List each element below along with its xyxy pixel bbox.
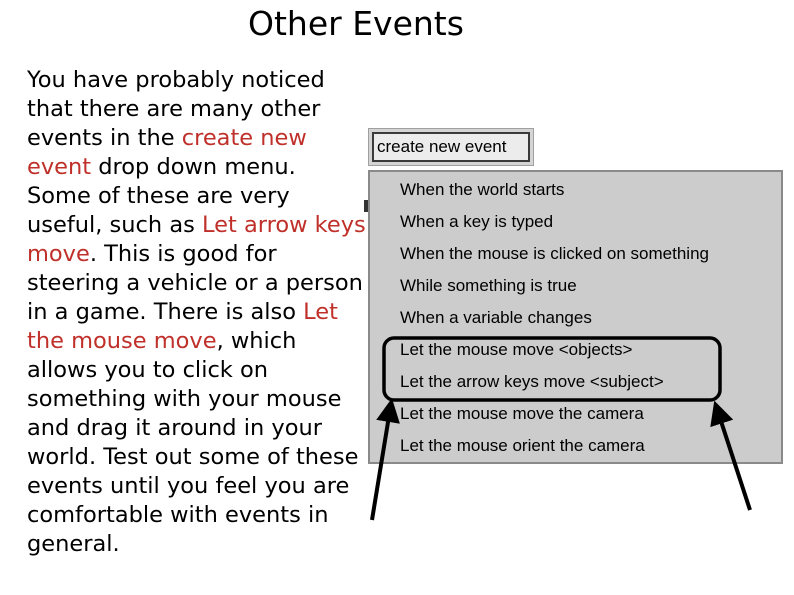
body-text-segment: steering a vehicle or a person xyxy=(27,270,363,296)
highlighted-text: create new xyxy=(181,125,307,151)
body-line: comfortable with events in xyxy=(27,501,372,530)
highlighted-text: move xyxy=(27,241,90,267)
body-text-segment: comfortable with events in xyxy=(27,502,329,528)
body-line: events in the create new xyxy=(27,124,372,153)
create-new-event-button[interactable]: create new event xyxy=(368,128,534,166)
highlighted-text: Let arrow keys xyxy=(202,212,366,238)
body-line: in a game. There is also Let xyxy=(27,298,372,327)
body-text-segment: events until you feel you are xyxy=(27,473,350,499)
body-line: the mouse move, which xyxy=(27,327,372,356)
menu-item[interactable]: While something is true xyxy=(400,276,577,295)
body-line: allows you to click on xyxy=(27,356,372,385)
body-line: that there are many other xyxy=(27,95,372,124)
body-text-segment: something with your mouse xyxy=(27,386,342,412)
menu-item[interactable]: Let the arrow keys move <subject> xyxy=(400,372,664,391)
body-line: world. Test out some of these xyxy=(27,443,372,472)
create-new-event-label: create new event xyxy=(372,132,530,162)
menu-item[interactable]: When a key is typed xyxy=(400,212,554,231)
body-line: something with your mouse xyxy=(27,385,372,414)
body-line: You have probably noticed xyxy=(27,66,372,95)
menu-item[interactable]: When the world starts xyxy=(400,180,565,199)
highlighted-text: Let xyxy=(303,299,338,325)
body-text-segment: that there are many other xyxy=(27,96,321,122)
body-line: and drag it around in your xyxy=(27,414,372,443)
menu-item[interactable]: When the mouse is clicked on something xyxy=(400,244,709,263)
menu-edge-marker xyxy=(364,200,370,212)
body-text-segment: events in the xyxy=(27,125,182,151)
highlight-box xyxy=(382,336,722,402)
body-text-segment: and drag it around in your xyxy=(27,415,322,441)
menu-item[interactable]: Let the mouse move the camera xyxy=(400,404,644,423)
menu-item[interactable]: When a variable changes xyxy=(400,308,592,327)
body-text-segment: in a game. There is also xyxy=(27,299,304,325)
body-text-segment: drop down menu. xyxy=(91,154,296,180)
body-text-segment: . This is good for xyxy=(89,241,277,267)
arrow-right xyxy=(710,400,752,511)
body-line: move. This is good for xyxy=(27,240,372,269)
body-line: general. xyxy=(27,530,372,559)
body-text: You have probably noticed that there are … xyxy=(27,66,372,559)
body-line: useful, such as Let arrow keys xyxy=(27,211,372,240)
body-text-segment: Some of these are very xyxy=(27,183,290,209)
arrow-left xyxy=(370,398,400,521)
body-text-segment: useful, such as xyxy=(27,212,202,238)
body-text-segment: You have probably noticed xyxy=(27,67,325,93)
highlighted-text: the mouse move xyxy=(27,328,217,354)
body-text-segment: , which xyxy=(216,328,297,354)
body-line: steering a vehicle or a person xyxy=(27,269,372,298)
body-text-segment: general. xyxy=(27,531,120,557)
slide-title: Other Events xyxy=(248,4,464,43)
body-text-segment: allows you to click on xyxy=(27,357,269,383)
menu-item[interactable]: Let the mouse orient the camera xyxy=(400,436,645,455)
body-text-segment: world. Test out some of these xyxy=(27,444,359,470)
menu-item[interactable]: Let the mouse move <objects> xyxy=(400,340,633,359)
body-line: events until you feel you are xyxy=(27,472,372,501)
body-line: Some of these are very xyxy=(27,182,372,211)
highlighted-text: event xyxy=(27,154,92,180)
body-line: event drop down menu. xyxy=(27,153,372,182)
